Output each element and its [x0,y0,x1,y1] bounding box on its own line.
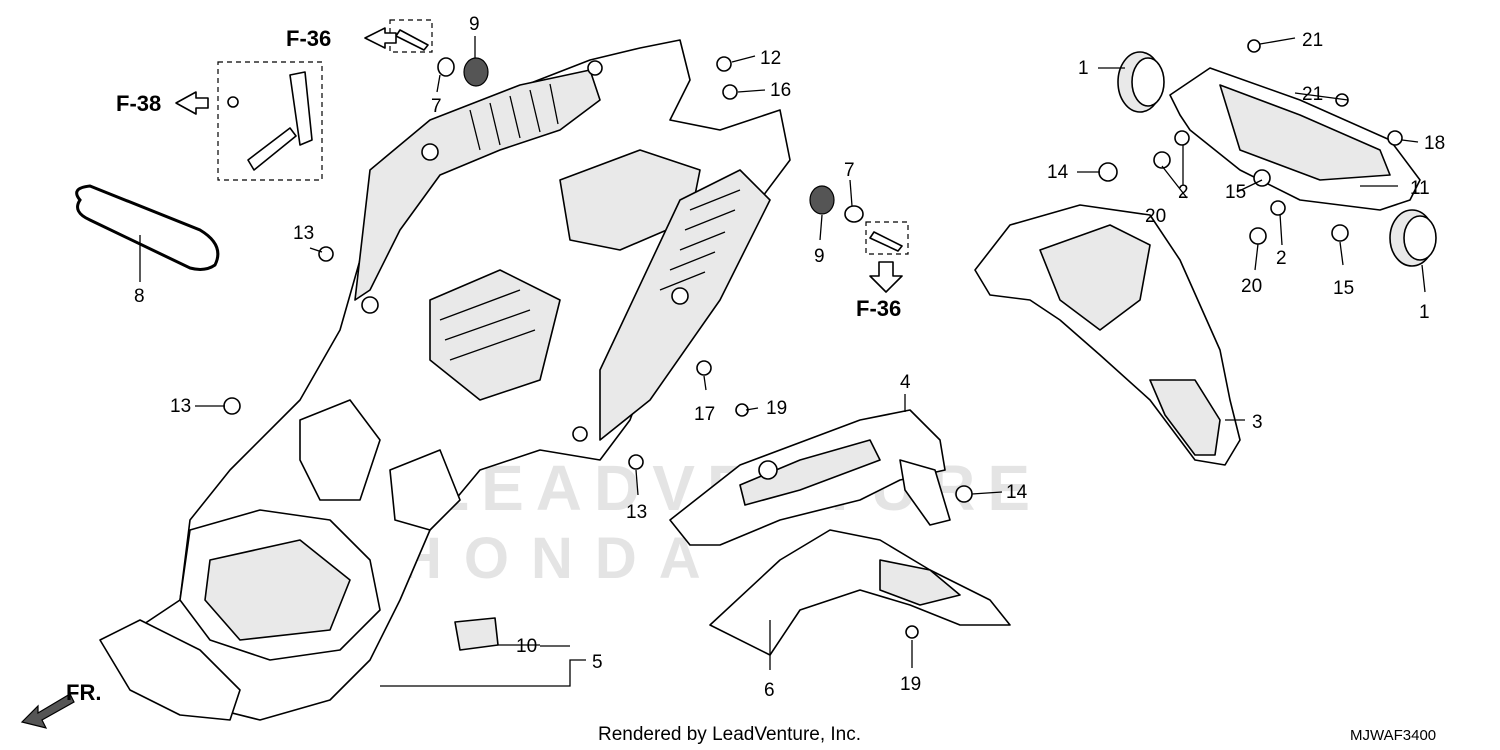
f36-inset-top [389,19,433,53]
watermark-line2: HONDA [400,526,723,591]
part-10-block [454,617,499,651]
callout-17: 17 [694,404,715,425]
callout-5: 5 [592,652,603,673]
callout-16: 16 [770,80,791,101]
inner-fender-assembly [99,39,791,721]
front-direction-label: FR. [66,680,101,705]
part-3-hugger-recess [1039,224,1151,331]
callout-11: 11 [1410,178,1430,199]
f36-arrow-right-icon [869,261,903,293]
leader-lines [139,36,1426,687]
callout-1: 1 [1078,58,1089,79]
callout-10: 10 [516,636,537,657]
callout-15: 15 [1225,182,1246,203]
f38-inset [217,61,323,181]
callout-14: 14 [1006,482,1028,503]
callout-9: 9 [469,14,480,35]
ref-f38: F-38 [116,91,161,116]
part-11-bracket-inner [1219,84,1391,181]
callout-7: 7 [844,160,855,181]
callout-20: 20 [1145,206,1166,227]
callout-6: 6 [764,680,775,701]
front-arrow-icon [20,693,75,729]
callouts: 1 1 2 2 3 4 5 6 7 7 8 9 9 10 11 12 13 13… [134,14,1445,701]
callout-8: 8 [134,286,145,307]
part-1-reflector-left [1117,51,1165,113]
callout-3: 3 [1252,412,1263,433]
callout-4: 4 [900,372,911,393]
callout-9: 9 [814,246,825,267]
callout-13: 13 [170,396,191,417]
hardware [223,39,1403,639]
callout-1: 1 [1419,302,1430,323]
callout-20: 20 [1241,276,1262,297]
f36-inset-right [865,221,909,255]
callout-14: 14 [1047,162,1069,183]
part-6-guard-inner [879,559,961,606]
callout-15: 15 [1333,278,1354,299]
callout-21: 21 [1302,30,1323,51]
ref-f36-right: F-36 [856,296,901,321]
callout-12: 12 [760,48,781,69]
part-1-reflector-right [1389,209,1437,267]
ref-f36-top: F-36 [286,26,331,51]
callout-2: 2 [1276,248,1287,269]
footer-credit: Rendered by LeadVenture, Inc. [598,724,861,745]
part-8-band [75,184,220,271]
part-4-tab [899,459,951,526]
callout-2: 2 [1178,182,1189,203]
callout-13: 13 [293,223,314,244]
f36-arrow-top-icon [364,27,397,49]
callout-21: 21 [1302,84,1323,105]
part-4-hole [758,460,778,480]
diagram-code: MJWAF3400 [1350,727,1436,744]
f38-arrow-icon [175,91,209,115]
part-6-guard [709,529,1011,656]
callout-7: 7 [431,96,442,117]
callout-19: 19 [900,674,921,695]
part-4-bracket-slot [739,439,881,506]
callout-13: 13 [626,502,647,523]
part-3-hugger-bottom [1149,379,1221,456]
callout-18: 18 [1424,133,1445,154]
callout-19: 19 [766,398,787,419]
